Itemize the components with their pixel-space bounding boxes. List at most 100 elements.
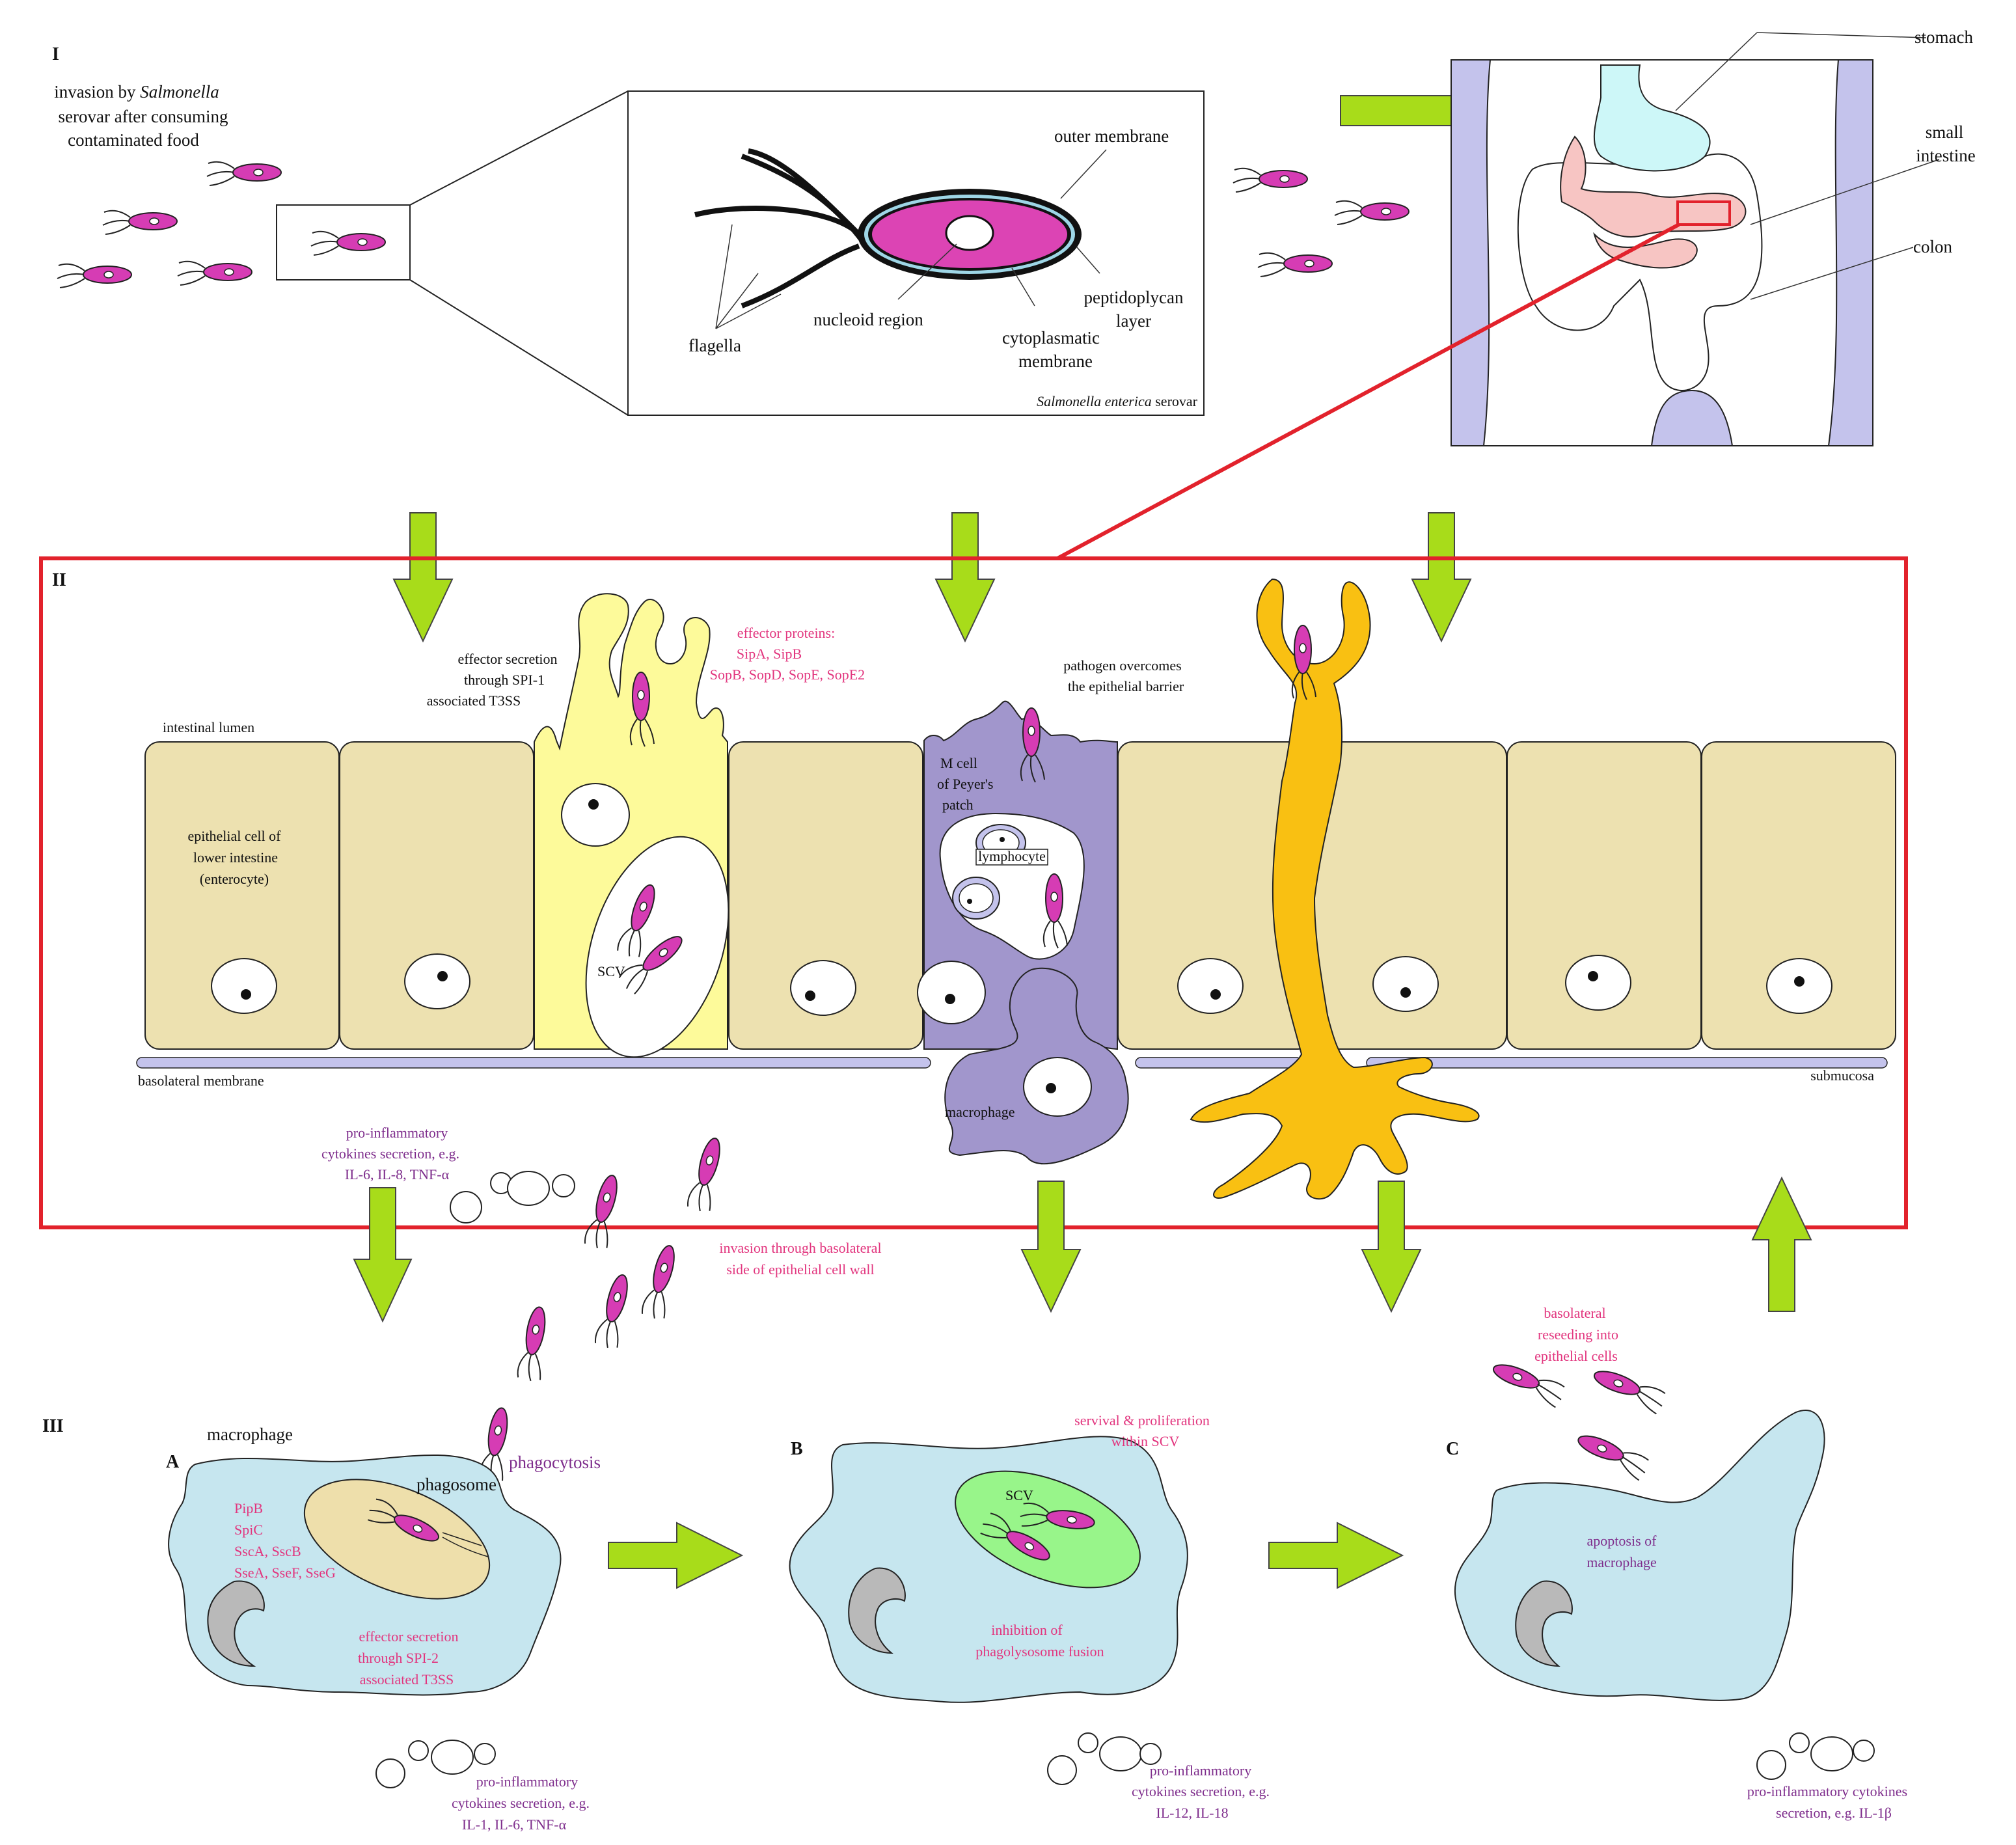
epithelial-label-line3: (enterocyte) [200,871,269,887]
cytokine-bubble [1789,1732,1810,1753]
colon-label: colon [1913,237,1952,256]
cytokine-bubble [1099,1736,1142,1771]
basolateral-membrane-label: basolateral membrane [138,1073,264,1089]
cytokines-c-line1: pro-inflammatory cytokines [1747,1783,1907,1799]
invasion-caption: invasion by Salmonella serovar after con… [54,82,228,150]
cytoplasmatic-label-line2: membrane [1018,351,1093,371]
arrow-right [1268,1522,1404,1589]
pelvis-shape [1650,389,1734,446]
panel-c-label: C [1446,1439,1459,1459]
apoptosis-line1: apoptosis of [1587,1533,1657,1549]
food-bacterium [1257,252,1333,277]
salmonella-migrating [595,1274,628,1348]
cytokines-ii-line2: cytokines secretion, e.g. [321,1145,459,1162]
effector-secretion-line3: associated T3SS [427,692,521,709]
food-bacterium [1233,167,1308,193]
food-bacterium [57,263,132,288]
macrophage-a-label: macrophage [207,1425,293,1444]
salmonella-migrating [642,1245,675,1319]
flagellum [741,243,860,308]
cytokine-bubble [1139,1743,1162,1765]
nucleus [790,960,856,1016]
m-cell-label-line3: patch [942,797,974,813]
dendritic-cell [1190,578,1480,1200]
scv-label: SCV [597,963,625,979]
stomach-shape [1593,64,1711,172]
macrophage-nucleus [848,1567,906,1654]
flagellum [748,148,861,236]
arrow-right [608,1522,744,1589]
reseeding-line2: reseeding into [1538,1326,1618,1343]
salmonella-in-scv [1020,1502,1095,1529]
panel-b-label: B [791,1439,803,1459]
salmonella-released [1492,1364,1565,1408]
nucleoid-region-label: nucleoid region [813,310,923,329]
pathogen-overcomes-line1: pathogen overcomes [1063,657,1181,674]
m-cell: lymphocyte M cell of Peyer's patch [917,700,1118,1050]
spi2-line1: effector secretion [359,1628,459,1645]
cytokine-bubble [552,1174,575,1197]
cytokines-c-line2: secretion, e.g. IL-1β [1776,1805,1892,1821]
cytokines-b-line1: pro-inflammatory [1150,1762,1251,1779]
cytokine-bubble [1078,1732,1098,1753]
phagosome [303,1479,491,1600]
scv-b-label: SCV [1005,1487,1033,1503]
nucleus [211,958,277,1014]
species-label-rest: serovar [1152,393,1198,409]
cytokines-a-line1: pro-inflammatory [476,1773,578,1790]
lymphocyte-label: lymphocyte [978,848,1046,864]
inhibition-line2: phagolysosome fusion [975,1643,1104,1660]
stomach-label: stomach [1914,27,1973,47]
reseeding-line3: epithelial cells [1534,1348,1618,1364]
survival-line2: within SCV [1111,1433,1180,1449]
arrow-up [1751,1176,1812,1312]
section-ii-frame [39,556,1908,1229]
intestinal-lumen-label: intestinal lumen [163,719,254,735]
epithelial-label-line2: lower intestine [193,849,278,866]
salmonella-migrating [517,1306,546,1382]
section-iii-label: III [42,1416,64,1436]
nucleus [917,961,986,1024]
apoptosis-line2: macrophage [1587,1554,1657,1570]
nucleus [404,953,470,1009]
food-bacterium [177,260,252,286]
cytokines-a-line3: IL-1, IL-6, TNF-α [462,1816,567,1833]
cytokine-bubble [1756,1750,1786,1780]
section-i-label: I [52,44,59,64]
arrow-down [934,512,996,643]
section-ii-label: II [52,570,66,590]
arrow-down [1361,1181,1422,1313]
lymphocyte-label-box [975,849,1048,866]
macrophage-c [1454,1410,1825,1701]
reseeding-line1: basolateral [1544,1305,1605,1321]
outer-membrane-label: outer membrane [1054,126,1169,146]
species-label-italic: Salmonella enterica [1037,393,1152,409]
salmonella-released [1577,1435,1649,1481]
cytokine-bubble [450,1191,482,1223]
salmonella-migrating [584,1175,618,1249]
enterocyte [1701,741,1896,1050]
cytokines-ii-line3: IL-6, IL-8, TNF-α [345,1166,450,1182]
basolateral-membrane [1135,1057,1302,1069]
salmonella-entering [629,672,655,747]
zoom-line-top [409,90,629,206]
zoom-line-bottom [409,279,629,416]
cytokines-a-line2: cytokines secretion, e.g. [452,1795,590,1811]
basolateral-membrane [1366,1057,1888,1069]
small-intestine-label-line2: intestine [1916,146,1975,165]
flagella-label: flagella [688,336,741,355]
cytokine-bubble [1047,1755,1077,1785]
cytokine-bubble [375,1758,405,1788]
cytokines-ii-line1: pro-inflammatory [346,1125,448,1141]
epithelial-layer [144,741,1896,1050]
zoom-connector-line [1056,223,1680,560]
invasion-caption-line1: invasion by [54,82,140,102]
effector-spic: SpiC [234,1522,263,1538]
cytoplasmatic-label-line1: cytoplasmatic [1002,328,1100,348]
survival-line1: servival & proliferation [1074,1412,1210,1428]
nucleus [1177,958,1244,1014]
nucleus [1372,956,1439,1012]
effector-proteins-line3: SopB, SopD, SopE, SopE2 [710,666,865,683]
spi2-line2: through SPI-2 [358,1650,439,1666]
